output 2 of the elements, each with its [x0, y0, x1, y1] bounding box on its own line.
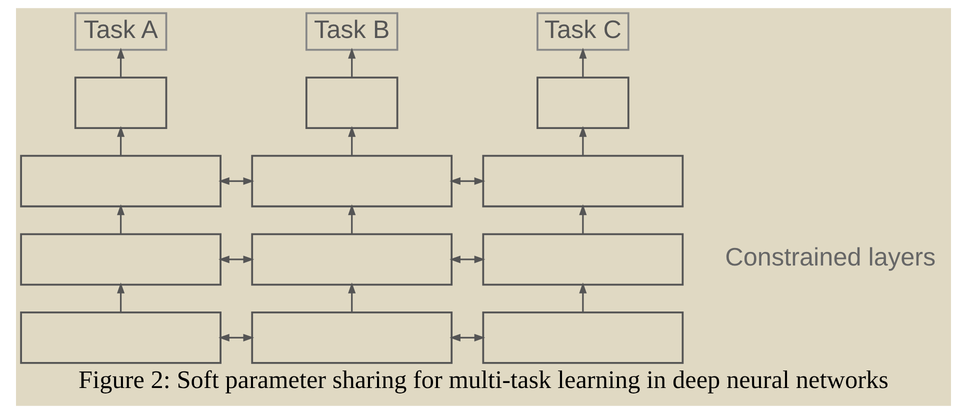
caption: Figure 2: Soft parameter sharing for multi-task learning in deep neural networks	[78, 366, 888, 394]
label: Constrained layers	[724, 244, 936, 272]
